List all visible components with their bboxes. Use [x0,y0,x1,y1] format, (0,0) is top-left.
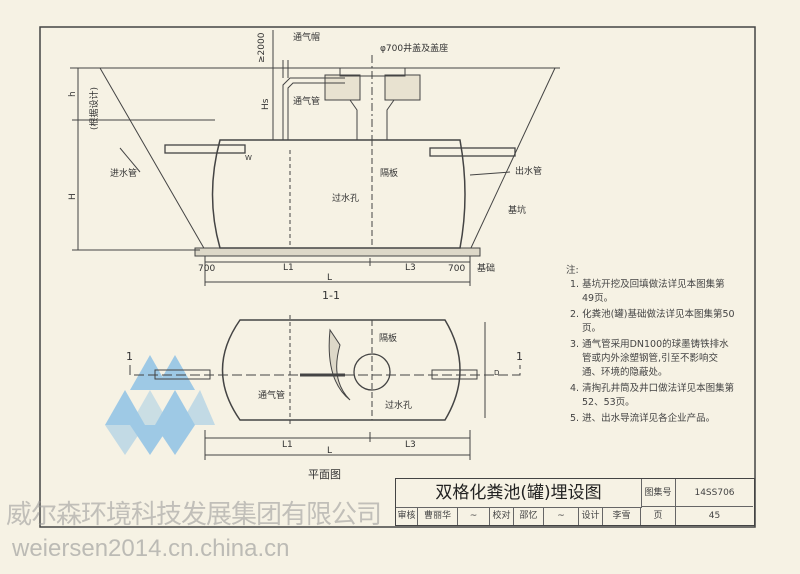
watermark-company: 威尔森环境科技发展集团有限公司 [6,500,382,530]
label-base: 基础 [477,262,495,274]
watermark-url: weiersen2014.cn.china.cn [12,535,290,562]
plan-dim-L1: L1 [282,440,293,450]
section-view [70,30,560,286]
plan-dim-L: L [327,446,332,456]
dim-H: H [68,193,78,200]
dim-h: h [68,91,78,97]
frame [39,26,756,528]
label-vent-pipe: 通气管 [293,95,320,107]
section-marker-right: 1 [516,350,523,363]
note-item: 4. 清掏孔井筒及井口做法详见本图集第52、53页。 [570,383,735,408]
water-level: W [245,154,252,162]
dim-700-left: 700 [198,264,215,274]
check-label: 校对 [490,507,514,525]
label-vent-cap: 通气帽 [293,31,320,43]
plan-label-baffle: 隔板 [379,332,397,344]
dim-L1: L1 [283,263,294,273]
dim-L: L [327,273,332,283]
label-inlet: 进水管 [110,167,137,179]
page-number: 45 [708,511,721,521]
note-item: 3. 通气管采用DN100的球墨铸铁排水管或内外涂塑钢管,引至不影响交通、环境的… [570,339,729,378]
dim-700-right: 700 [448,264,465,274]
label-pit: 基坑 [508,204,526,216]
plan-label-hole: 过水孔 [385,399,412,411]
dim-L3: L3 [405,263,416,273]
plan-dim-D: D [494,369,499,377]
checker-signature: ~ [544,507,579,525]
notes-heading: 注: [566,265,579,276]
plan-label-vent-pipe: 通气管 [258,389,285,401]
dim-hs: Hs [261,98,271,110]
checker-name: 邵忆 [514,507,544,525]
dim-h-note: (根据设计) [88,87,100,130]
atlas-label: 图集号 [641,479,676,507]
designer-name: 李雪 [603,507,641,525]
atlas-number: 14SS706 [676,479,753,507]
notes: 注: 1. 基坑开挖及回填做法详见本图集第49页。 2. 化粪池(罐)基础做法详… [566,264,736,428]
plan-labels: 隔板 通气管 过水孔 L1 L3 L D 1 1 平面图 [126,332,523,481]
plan-title: 平面图 [308,468,341,481]
note-item: 2. 化粪池(罐)基础做法详见本图集第50页。 [570,309,735,334]
note-item: 1. 基坑开挖及回填做法详见本图集第49页。 [570,279,725,304]
review-label: 审核 [396,507,418,525]
section-title: 1-1 [322,289,340,302]
page-label: 页 [641,507,676,525]
plan-dim-L3: L3 [405,440,416,450]
plan-view [129,315,521,460]
title-block: 双格化粪池(罐)埋设图 图集号 14SS706 审核 曹丽华 ~ 校对 邵忆 ~… [395,478,755,526]
label-manhole: φ700井盖及盖座 [380,42,448,54]
dim-2000: ≥2000 [257,32,267,63]
label-outlet: 出水管 [515,165,542,177]
logo-triangles [105,355,215,455]
section-marker-left: 1 [126,350,133,363]
note-item: 5. 进、出水导流详见各企业产品。 [570,413,716,424]
drawing-title: 双格化粪池(罐)埋设图 [396,479,642,508]
label-baffle: 隔板 [380,167,398,179]
label-hole: 过水孔 [332,192,359,204]
reviewer-name: 曹丽华 [418,507,458,525]
design-label: 设计 [579,507,603,525]
reviewer-signature: ~ [458,507,490,525]
section-labels: 通气帽 φ700井盖及盖座 ≥2000 通气管 Hs h (根据设计) H W … [68,31,542,302]
